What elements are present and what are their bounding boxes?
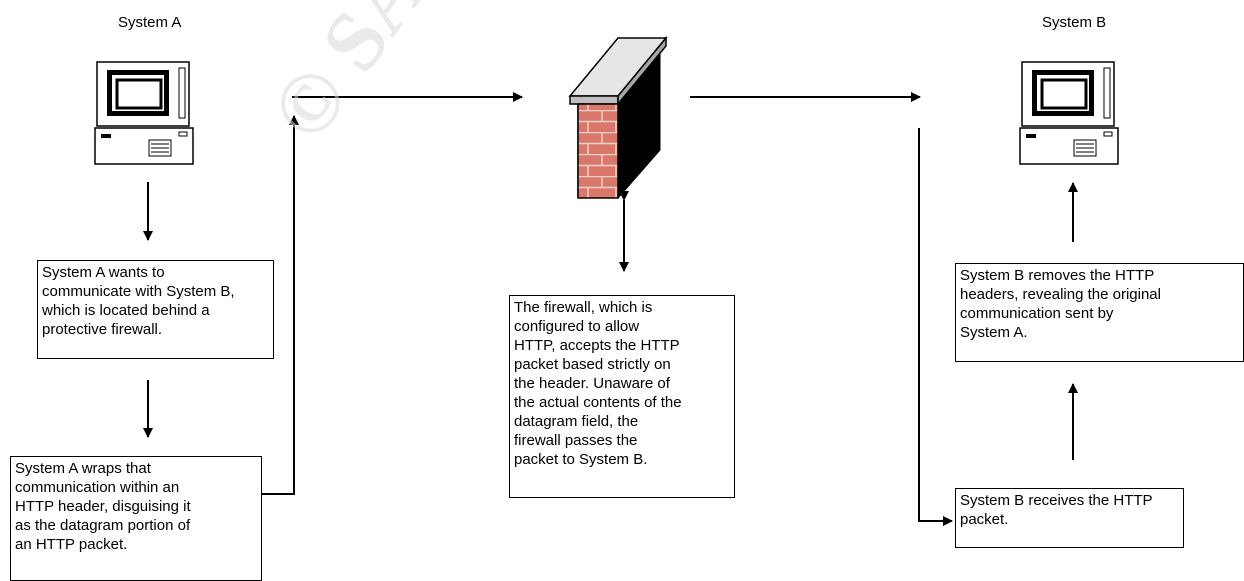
- system-a-wrap-box: System A wraps that communication within…: [10, 456, 262, 581]
- system-a-intent-box: System A wants to communicate with Syste…: [37, 260, 274, 359]
- system-b-receives-box: System B receives the HTTP packet.: [955, 488, 1184, 548]
- line: System A wants to: [42, 264, 165, 281]
- line: the actual contents of the: [514, 394, 682, 411]
- line: protective firewall.: [42, 321, 163, 338]
- line: System B receives the HTTP: [960, 492, 1153, 509]
- line: communication within an: [15, 479, 180, 496]
- system-a-title: System A: [118, 14, 182, 31]
- system-b-title: System B: [1042, 14, 1107, 31]
- computer-a-icon: [94, 61, 194, 165]
- line: communicate with System B,: [42, 283, 235, 300]
- line: headers, revealing the original: [960, 286, 1161, 303]
- line: System A wraps that: [15, 460, 151, 477]
- line: System B removes the HTTP: [960, 267, 1155, 284]
- line: an HTTP packet.: [15, 536, 128, 553]
- computer-b-icon: [1019, 61, 1119, 165]
- line: HTTP header, disguising it: [15, 498, 191, 515]
- line: as the datagram portion of: [15, 517, 191, 534]
- line: The firewall, which is: [514, 299, 653, 316]
- line: configured to allow: [514, 318, 640, 335]
- firewall-description-box: The firewall, which is configured to all…: [509, 295, 735, 498]
- line: the header. Unaware of: [514, 375, 670, 392]
- line: packet.: [960, 511, 1009, 528]
- line: HTTP, accepts the HTTP: [514, 337, 680, 354]
- arrow-wrap-up: [262, 115, 299, 495]
- line: datagram field, the: [514, 413, 639, 430]
- line: packet based strictly on: [514, 356, 671, 373]
- line: communication sent by: [960, 305, 1114, 322]
- system-b-removes-box: System B removes the HTTP headers, revea…: [955, 263, 1244, 362]
- line: which is located behind a: [42, 302, 210, 319]
- brick-firewall-icon: [568, 35, 668, 200]
- arrow-to-receive: [918, 128, 953, 526]
- line: firewall passes the: [514, 432, 638, 449]
- line: System A.: [960, 324, 1028, 341]
- line: packet to System B.: [514, 451, 648, 468]
